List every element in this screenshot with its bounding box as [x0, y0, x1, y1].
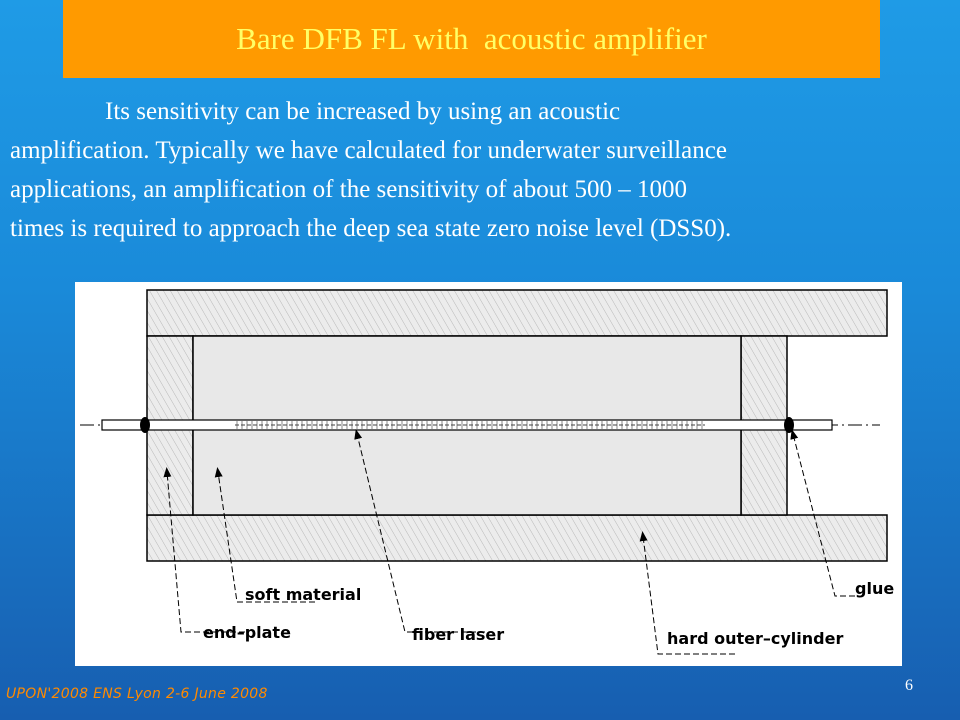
paragraph-line: times is required to approach the deep s…: [10, 215, 732, 242]
label-end-plate: end–plate: [203, 623, 291, 642]
glue-blob-left: [140, 417, 150, 433]
leader-hard-outer-cylinder: [639, 531, 735, 655]
leader-end-plate: [163, 467, 245, 633]
page-number: 6: [905, 677, 913, 694]
label-glue: glue: [855, 579, 894, 598]
slide-title: Bare DFB FL with acoustic amplifier: [236, 21, 707, 56]
amplifier-diagram: soft material end–plate fiber laser hard…: [75, 282, 902, 666]
title-bar: Bare DFB FL with acoustic amplifier: [63, 0, 880, 78]
body-paragraph: Its sensitivity can be increased by usin…: [10, 92, 950, 248]
paragraph-line: applications, an amplification of the se…: [10, 176, 687, 203]
paragraph-line: amplification. Typically we have calcula…: [10, 137, 727, 164]
paragraph-line: Its sensitivity can be increased by usin…: [105, 98, 621, 125]
label-fiber-laser: fiber laser: [412, 625, 504, 644]
label-hard-outer-cylinder: hard outer–cylinder: [667, 629, 843, 648]
footer-conference: UPON'2008 ENS Lyon 2-6 June 2008: [6, 686, 268, 702]
outer-cylinder-top-wall: [146, 289, 888, 337]
leader-glue: [790, 429, 855, 597]
glue-blob-right: [784, 417, 794, 433]
leader-soft-material: [214, 467, 315, 603]
outer-cylinder-bottom-wall: [146, 514, 888, 562]
grating-ticks: [236, 421, 703, 429]
label-soft-material: soft material: [245, 585, 361, 604]
